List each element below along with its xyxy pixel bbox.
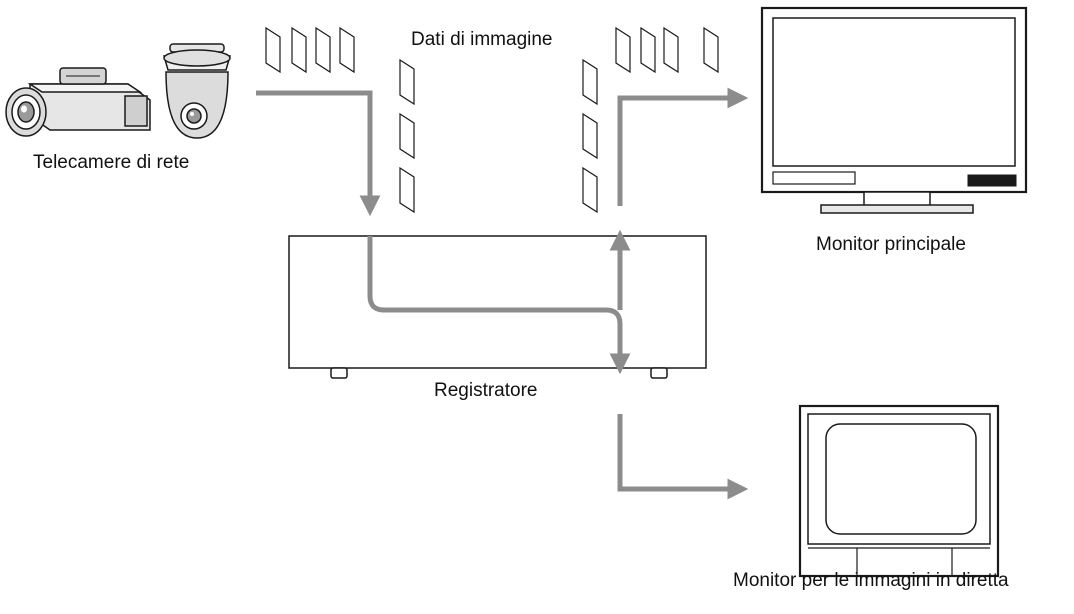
- flow-camera-to-recorder: [256, 90, 381, 217]
- data-flow-arrows: [256, 87, 749, 500]
- live-monitor-label: Monitor per le immagini in diretta: [733, 570, 1009, 591]
- recorder-box-icon: [288, 235, 707, 379]
- main-monitor-label: Monitor principale: [816, 234, 966, 255]
- recorder-label: Registratore: [434, 380, 538, 401]
- lcd-monitor-icon: [760, 6, 1028, 214]
- flow-to-main-monitor: [617, 87, 749, 206]
- image-data-label: Dati di immagine: [411, 29, 553, 50]
- flow-to-live-monitor: [617, 414, 749, 500]
- box-camera-icon: [5, 67, 151, 137]
- network-cameras-label: Telecamere di rete: [33, 152, 190, 173]
- flow-inside-recorder: [367, 236, 631, 375]
- image-data-packets: [265, 26, 719, 214]
- dome-camera-icon: [163, 43, 231, 139]
- crt-monitor-icon: [798, 404, 1000, 578]
